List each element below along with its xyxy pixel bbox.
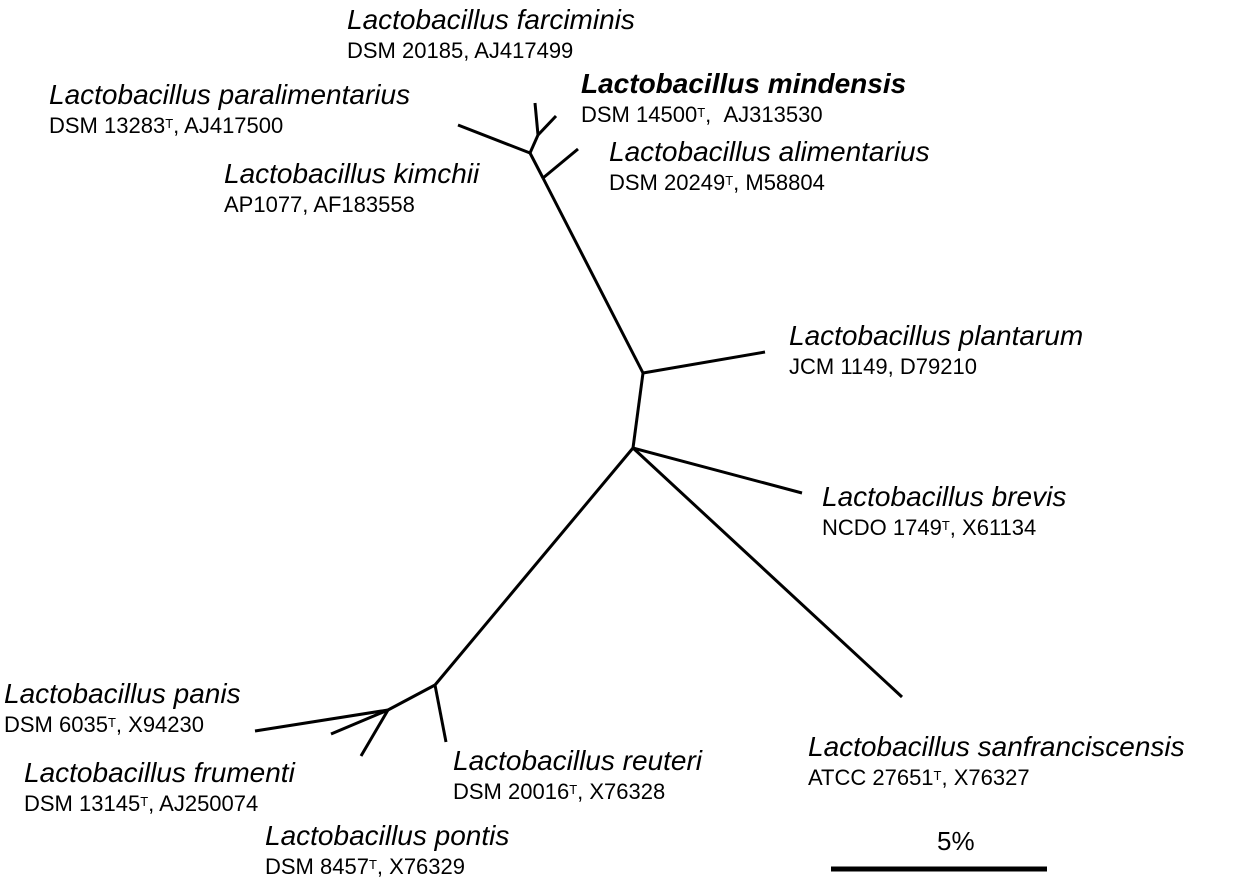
accession-number: X76329 [389, 854, 465, 879]
species-name: Lactobacillus sanfranciscensis [808, 731, 1185, 762]
taxon-farciminis: Lactobacillus farciminis DSM 20185, AJ41… [347, 4, 635, 64]
species-name: Lactobacillus brevis [822, 481, 1067, 512]
accession-number: AJ313530 [723, 102, 823, 127]
strain-info: DSM 14500T, AJ313530 [581, 102, 823, 127]
strain-id: AP1077 [224, 192, 303, 217]
taxon-mindensis: Lactobacillus mindensis DSM 14500T, AJ31… [581, 68, 906, 128]
strain-info: DSM 20016T, X76328 [453, 779, 666, 804]
strain-info: JCM 1149, D79210 [789, 354, 977, 379]
branch-frumenti [359, 709, 390, 757]
taxon-frumenti: Lactobacillus frumenti DSM 13145T, AJ250… [24, 757, 295, 817]
branch-backbone-upper [541, 177, 645, 374]
type-strain-marker: T [933, 768, 942, 783]
strain-id: ATCC 27651 [808, 765, 934, 790]
branch-brevis [632, 446, 803, 495]
type-strain-marker: T [140, 794, 149, 809]
taxon-alimentarius: Lactobacillus alimentarius DSM 20249T, M… [609, 136, 930, 196]
strain-id: DSM 20016 [453, 779, 570, 804]
type-strain-marker: T [107, 715, 116, 730]
accession-number: X94230 [128, 712, 204, 737]
strain-info: DSM 20249T, M58804 [609, 170, 825, 195]
accession-number: D79210 [899, 354, 977, 379]
accession-number: AJ250074 [159, 791, 259, 816]
branch-backbone-middle [631, 372, 645, 449]
strain-id: DSM 13145 [24, 791, 141, 816]
taxon-sanfranciscensis: Lactobacillus sanfranciscensis ATCC 2765… [808, 731, 1185, 791]
taxon-brevis: Lactobacillus brevis NCDO 1749T, X61134 [822, 481, 1066, 541]
species-name: Lactobacillus mindensis [581, 68, 907, 99]
strain-info: ATCC 27651T, X76327 [808, 765, 1030, 790]
accession-number: X76328 [589, 779, 666, 804]
taxon-plantarum: Lactobacillus plantarum JCM 1149, D79210 [789, 320, 1083, 380]
species-name: Lactobacillus plantarum [789, 320, 1084, 351]
taxon-reuteri: Lactobacillus reuteri DSM 20016T, X76328 [453, 745, 702, 805]
taxon-panis: Lactobacillus panis DSM 6035T, X94230 [4, 678, 241, 738]
species-name: Lactobacillus kimchii [224, 158, 480, 189]
branch-backbone-lower [433, 447, 635, 686]
strain-info: DSM 13145T, AJ250074 [24, 791, 259, 816]
accession-number: AF183558 [313, 192, 415, 217]
branch-lower-clade-internal [387, 683, 436, 712]
branch-alimentarius [542, 147, 579, 180]
species-name: Lactobacillus paralimentarius [49, 79, 411, 110]
species-name: Lactobacillus reuteri [453, 745, 703, 776]
strain-id: DSM 13283 [49, 113, 166, 138]
accession-number: M58804 [745, 170, 825, 195]
strain-id: DSM 6035 [4, 712, 108, 737]
species-name: Lactobacillus farciminis [347, 4, 635, 35]
strain-info: DSM 20185, AJ417499 [347, 38, 574, 63]
strain-info: DSM 13283T, AJ417500 [49, 113, 284, 138]
strain-info: AP1077, AF183558 [224, 192, 415, 217]
branch-upper-subnode [528, 134, 540, 154]
type-strain-marker: T [368, 857, 377, 872]
strain-id: DSM 14500 [581, 102, 698, 127]
strain-info: DSM 6035T, X94230 [4, 712, 204, 737]
scale-bar-label: 5% [937, 826, 975, 856]
accession-number: X61134 [962, 515, 1037, 540]
strain-id: DSM 20185 [347, 38, 464, 63]
species-name: Lactobacillus frumenti [24, 757, 295, 788]
branch-paralimentarius [457, 123, 531, 155]
accession-number: AJ417500 [184, 113, 284, 138]
species-name: Lactobacillus pontis [265, 820, 510, 851]
branch-sanfranciscensis [631, 446, 904, 699]
branch-mindensis [536, 114, 558, 137]
strain-info: DSM 8457T, X76329 [265, 854, 465, 879]
taxon-kimchii: Lactobacillus kimchii AP1077, AF183558 [224, 158, 479, 218]
taxon-paralimentarius: Lactobacillus paralimentarius DSM 13283T… [49, 79, 410, 139]
strain-id: JCM 1149 [789, 354, 888, 379]
type-strain-marker: T [725, 173, 734, 188]
branch-pontis [330, 708, 389, 736]
accession-number: AJ417499 [474, 38, 574, 63]
branch-farciminis [533, 102, 540, 136]
strain-id: DSM 20249 [609, 170, 726, 195]
type-strain-marker: T [697, 105, 706, 120]
accession-number: X76327 [953, 765, 1030, 790]
species-name: Lactobacillus panis [4, 678, 241, 709]
strain-info: NCDO 1749T, X61134 [822, 515, 1037, 540]
strain-id: DSM 8457 [265, 854, 369, 879]
branch-kimchii-node [528, 152, 545, 179]
branch-panis [254, 708, 389, 733]
branch-plantarum [642, 350, 766, 375]
species-name: Lactobacillus alimentarius [609, 136, 930, 167]
type-strain-marker: T [165, 116, 174, 131]
branch-reuteri [433, 684, 448, 743]
taxon-pontis: Lactobacillus pontis DSM 8457T, X76329 [265, 820, 509, 880]
strain-id: NCDO 1749 [822, 515, 942, 540]
type-strain-marker: T [569, 782, 578, 797]
type-strain-marker: T [941, 518, 950, 533]
